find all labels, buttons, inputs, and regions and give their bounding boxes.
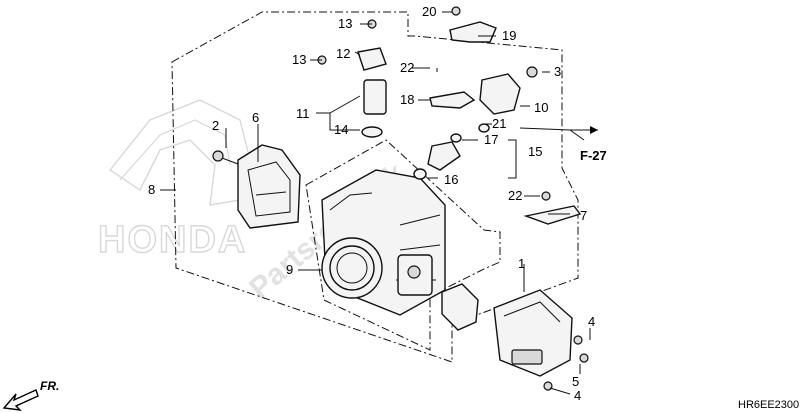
callout-9: 9 [286,262,293,277]
bolt-part-2 [212,150,239,165]
callout-20: 20 [422,4,436,19]
bolt-part-5 [579,353,589,363]
callout-7: 7 [580,208,587,223]
cover-part-8 [237,144,301,229]
callout-19: 19 [502,28,516,43]
callout-6: 6 [252,110,259,125]
diagram-code: HR6EE2300 [738,399,799,411]
gasket [441,283,479,331]
callout-15: 15 [528,144,542,159]
callout-10: 10 [534,100,548,115]
sensor-part-1 [493,289,573,377]
clamp-part-19 [449,6,497,43]
callout-13-a: 13 [338,16,352,31]
figure-reference-text: F-27 [580,148,607,163]
bracket-part-7 [523,191,582,225]
assembly-outline-outer [171,11,579,363]
callout-8: 8 [148,182,155,197]
figure-reference: F-27 [570,126,607,163]
callout-labels: 1 2 3 4 4 5 6 7 8 9 10 11 12 13 13 14 15… [148,4,595,403]
callout-12: 12 [336,46,350,61]
callout-2: 2 [212,118,219,133]
callout-3: 3 [554,64,561,79]
brand-logo: HONDA [97,99,251,262]
callout-16: 16 [444,172,458,187]
assembly-outline-inner [305,139,501,351]
brand-text: HONDA [98,219,247,261]
throttle-body-part-9 [321,169,446,316]
callout-22-a: 22 [400,60,414,75]
callout-1: 1 [518,256,525,271]
front-direction-text: FR. [40,379,59,393]
callout-18: 18 [400,92,414,107]
bracket-part-18 [429,91,476,109]
injector-part-15 [413,123,490,180]
injector-part-11 [357,47,387,138]
bolt-part-4-b [543,381,553,391]
callout-13-b: 13 [292,52,306,67]
callout-17: 17 [484,132,498,147]
front-direction-indicator: FR. [2,379,59,411]
callout-11: 11 [296,106,310,121]
sensor-part-10 [479,66,538,115]
callout-14: 14 [334,122,348,137]
callout-4-b: 4 [574,388,581,403]
callout-5: 5 [572,374,579,389]
callout-4-a: 4 [588,314,595,329]
callout-21: 21 [492,116,506,131]
callout-22-b: 22 [508,188,522,203]
bolt-part-4-a [573,335,583,345]
